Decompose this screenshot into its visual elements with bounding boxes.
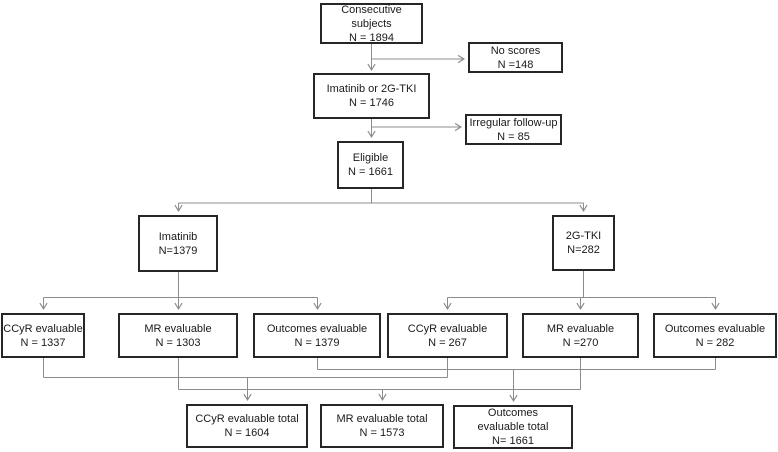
node-count: N =148 xyxy=(497,58,534,71)
node-mr-evaluable-2g-tki: MR evaluable N =270 xyxy=(522,313,639,358)
node-text: CCyR evaluable xyxy=(407,322,488,335)
node-count: N =270 xyxy=(562,336,599,349)
node-count: N = 1337 xyxy=(20,336,66,349)
node-ccyr-evaluable-2g-tki: CCyR evaluable N = 267 xyxy=(387,313,508,358)
node-imatinib-or-2g-tki: Imatinib or 2G-TKI N = 1746 xyxy=(313,73,430,119)
node-text: Outcomes evaluable xyxy=(266,322,368,335)
node-ccyr-evaluable-total: CCyR evaluable total N = 1604 xyxy=(186,404,308,448)
node-ccyr-evaluable-imatinib: CCyR evaluable N = 1337 xyxy=(1,313,85,358)
node-count: N=1379 xyxy=(158,244,198,257)
node-count: N = 1303 xyxy=(155,336,201,349)
node-count: N = 85 xyxy=(497,130,530,143)
node-mr-evaluable-imatinib: MR evaluable N = 1303 xyxy=(118,313,238,358)
node-text: Imatinib xyxy=(158,230,198,243)
node-count: N= 1661 xyxy=(492,435,534,447)
node-outcomes-evaluable-total: Outcomes evaluable total N= 1661 xyxy=(453,405,573,449)
node-text: Irregular follow-up xyxy=(469,116,558,129)
node-mr-evaluable-total: MR evaluable total N = 1573 xyxy=(320,404,444,448)
node-text: Imatinib or 2G-TKI xyxy=(326,83,417,95)
node-irregular-follow-up: Irregular follow-up N = 85 xyxy=(465,114,562,145)
node-text: CCyR evaluable total xyxy=(195,413,299,425)
node-text: Outcomes evaluable xyxy=(664,322,766,335)
node-text: MR evaluable xyxy=(144,322,212,335)
node-count: N=282 xyxy=(567,244,600,256)
node-no-scores: No scores N =148 xyxy=(468,42,563,73)
node-2g-tki: 2G-TKI N=282 xyxy=(552,215,615,271)
node-text: MR evaluable total xyxy=(336,413,428,425)
node-text: Consecutive xyxy=(341,3,402,16)
node-count: N = 1379 xyxy=(294,336,340,349)
node-outcomes-evaluable-imatinib: Outcomes evaluable N = 1379 xyxy=(253,313,381,358)
node-count: N = 282 xyxy=(695,336,735,349)
node-text: 2G-TKI xyxy=(565,230,602,242)
node-imatinib: Imatinib N=1379 xyxy=(138,215,218,272)
node-text: CCyR evaluable xyxy=(3,322,83,335)
node-count: N = 1746 xyxy=(349,97,394,109)
node-count: N = 1661 xyxy=(348,166,393,178)
node-count: N = 1604 xyxy=(224,427,270,439)
node-text: Eligible xyxy=(352,152,389,164)
node-text: Outcomes xyxy=(487,407,539,419)
node-consecutive-subjects: Consecutive subjects N = 1894 xyxy=(320,3,423,44)
node-text: subjects xyxy=(351,17,392,30)
node-outcomes-evaluable-2g-tki: Outcomes evaluable N = 282 xyxy=(653,313,777,358)
node-count: N = 1894 xyxy=(349,31,394,44)
node-eligible: Eligible N = 1661 xyxy=(337,141,404,189)
node-text: evaluable total xyxy=(477,421,549,433)
node-text: No scores xyxy=(490,44,541,57)
node-count: N = 1573 xyxy=(359,427,405,439)
node-text: MR evaluable xyxy=(546,322,615,335)
node-count: N = 267 xyxy=(428,336,467,349)
